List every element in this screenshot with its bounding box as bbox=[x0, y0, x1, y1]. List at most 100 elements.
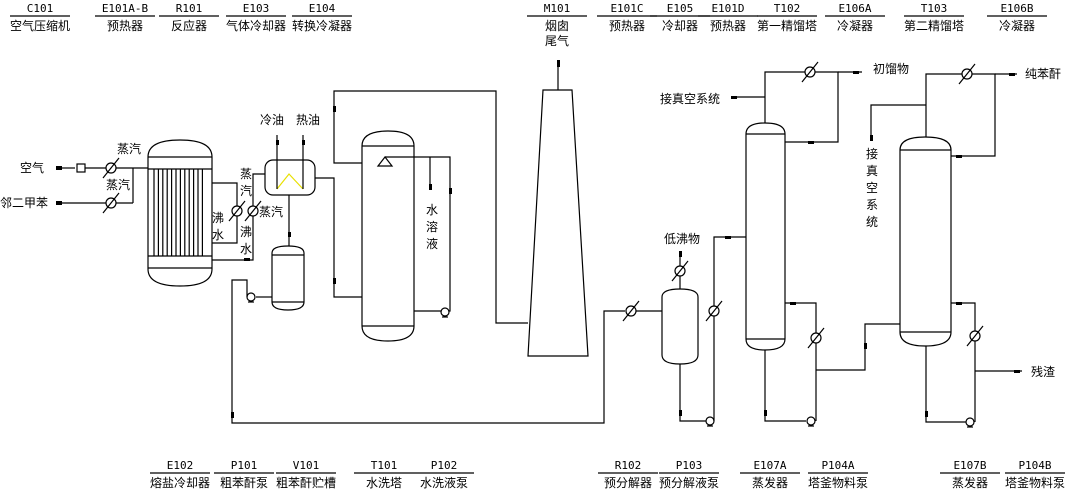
equipment-label-e101c: E101C 预热器 bbox=[597, 2, 657, 33]
water-wash-tower-t101[interactable] bbox=[361, 130, 415, 342]
label-steam-2: 蒸汽 bbox=[106, 177, 130, 192]
bottom-equipment-labels: E102熔盐冷却器P101粗苯酐泵V101粗苯酐贮槽T101水洗塔P102水洗液… bbox=[150, 459, 1065, 490]
equipment-name: 水洗塔 bbox=[366, 476, 402, 490]
equipment-tag: E102 bbox=[167, 459, 194, 472]
label-vacuum-2: 接真空系统 bbox=[866, 146, 878, 229]
equipment-name: 蒸发器 bbox=[752, 475, 788, 490]
label-steam-3: 蒸汽 bbox=[240, 167, 252, 198]
second-distillation-tower-t103[interactable] bbox=[899, 136, 952, 347]
equipment-tag: E101A-B bbox=[102, 2, 149, 15]
equipment-name: 冷凝器 bbox=[837, 18, 873, 33]
stack-m101[interactable] bbox=[527, 89, 589, 357]
label-char: 汽 bbox=[240, 183, 252, 198]
equipment-name: 塔釜物料泵 bbox=[1005, 475, 1065, 490]
label-char: 水 bbox=[212, 228, 224, 242]
equipment-name: 水洗液泵 bbox=[420, 475, 468, 490]
equipment-name: 反应器 bbox=[171, 18, 207, 33]
label-char: 系 bbox=[866, 198, 878, 212]
label-first-cut: 初馏物 bbox=[873, 62, 909, 76]
equipment-name-2: 尾气 bbox=[545, 33, 569, 48]
condenser-e106a[interactable] bbox=[801, 61, 819, 83]
equipment-name: 第一精馏塔 bbox=[757, 19, 817, 33]
molten-salt-cooler-e102-valve-b[interactable] bbox=[244, 200, 262, 222]
equipment-tag: E103 bbox=[243, 2, 270, 15]
label-cold-oil: 冷油 bbox=[260, 113, 284, 127]
air-compressor-c101 bbox=[76, 163, 86, 173]
pre-decomposer-pump-p103[interactable] bbox=[705, 416, 715, 427]
t102-bottom-line bbox=[764, 350, 806, 422]
t102-to-t103-line bbox=[816, 323, 900, 371]
equipment-name: 预热器 bbox=[107, 19, 143, 33]
label-char: 溶 bbox=[426, 219, 438, 234]
equipment-name: 冷凝器 bbox=[999, 18, 1035, 33]
label-char: 水 bbox=[426, 203, 438, 217]
water-wash-pump-p102[interactable] bbox=[440, 307, 450, 318]
equipment-tag: P104A bbox=[821, 459, 854, 472]
equipment-name: 第二精馏塔 bbox=[904, 19, 964, 33]
equipment-tag: P104B bbox=[1018, 459, 1051, 472]
evaporator-e107a[interactable] bbox=[807, 327, 825, 349]
e107a-reboiler-loop bbox=[785, 302, 817, 421]
equipment-tag: T102 bbox=[774, 2, 801, 15]
equipment-name: 粗苯酐泵 bbox=[220, 476, 268, 490]
gas-cooler-e103[interactable] bbox=[264, 135, 316, 196]
equipment-name: 预热器 bbox=[609, 19, 645, 33]
crude-pa-tank-v101[interactable] bbox=[271, 245, 305, 311]
preheater-e101a[interactable] bbox=[102, 157, 120, 179]
bottoms-pump-p104a[interactable] bbox=[806, 416, 816, 427]
label-char: 蒸 bbox=[240, 167, 252, 181]
first-distillation-tower-t102[interactable] bbox=[745, 122, 786, 351]
label-oxylene: 邻二甲苯 bbox=[0, 196, 48, 210]
preheater-e101b[interactable] bbox=[102, 192, 120, 214]
equipment-name: 塔釜物料泵 bbox=[808, 475, 868, 490]
feed-lines bbox=[56, 163, 148, 205]
t101-to-stack-line bbox=[333, 90, 528, 324]
equipment-tag: E104 bbox=[309, 2, 336, 15]
equipment-name: 熔盐冷却器 bbox=[150, 475, 210, 490]
evaporator-e107b[interactable] bbox=[966, 325, 984, 347]
equipment-tag: E101C bbox=[610, 2, 643, 15]
equipment-tag: E106A bbox=[838, 2, 871, 15]
preheater-e101c[interactable] bbox=[622, 300, 640, 322]
equipment-name: 预热器 bbox=[710, 19, 746, 33]
t103-bottom-line bbox=[925, 346, 966, 423]
cooler-e105[interactable] bbox=[671, 260, 689, 282]
label-char: 沸 bbox=[212, 211, 224, 225]
label-steam-4: 蒸汽 bbox=[259, 204, 283, 219]
pre-decomposer-r102[interactable] bbox=[661, 288, 699, 365]
equipment-tag: R101 bbox=[176, 2, 203, 15]
equipment-tag: T101 bbox=[371, 459, 398, 472]
reactor-r101[interactable] bbox=[147, 139, 213, 287]
equipment-tag: P103 bbox=[676, 459, 703, 472]
label-char: 接 bbox=[866, 146, 878, 161]
equipment-name: 蒸发器 bbox=[952, 475, 988, 490]
label-pure-pa: 纯苯酐 bbox=[1025, 67, 1061, 81]
crude-pa-pump-p101[interactable] bbox=[246, 292, 256, 303]
preheater-e101d[interactable] bbox=[705, 300, 723, 322]
e107b-reboiler-loop bbox=[951, 302, 976, 422]
condenser-e106b[interactable] bbox=[958, 63, 976, 85]
equipment-label-p104a: P104A 塔釜物料泵 bbox=[808, 459, 868, 490]
equipment-label-e102: E102 熔盐冷却器 bbox=[150, 459, 210, 490]
label-char: 空 bbox=[866, 181, 878, 195]
bottoms-pump-p104b[interactable] bbox=[965, 417, 975, 428]
equipment-tag: E101D bbox=[711, 2, 744, 15]
equipment-tag: C101 bbox=[27, 2, 54, 15]
label-water-solution: 水溶液 bbox=[426, 203, 438, 251]
label-char: 沸 bbox=[240, 225, 252, 239]
equipment-name: 粗苯酐贮槽 bbox=[276, 475, 336, 490]
molten-salt-cooler-e102-valve-a[interactable] bbox=[228, 200, 246, 222]
equipment-name: 烟囱 bbox=[545, 19, 569, 33]
t101-recycle-line bbox=[385, 156, 451, 312]
top-equipment-labels: C101空气压缩机E101A-B预热器R101反应器E103气体冷却器E104转… bbox=[10, 2, 1047, 48]
